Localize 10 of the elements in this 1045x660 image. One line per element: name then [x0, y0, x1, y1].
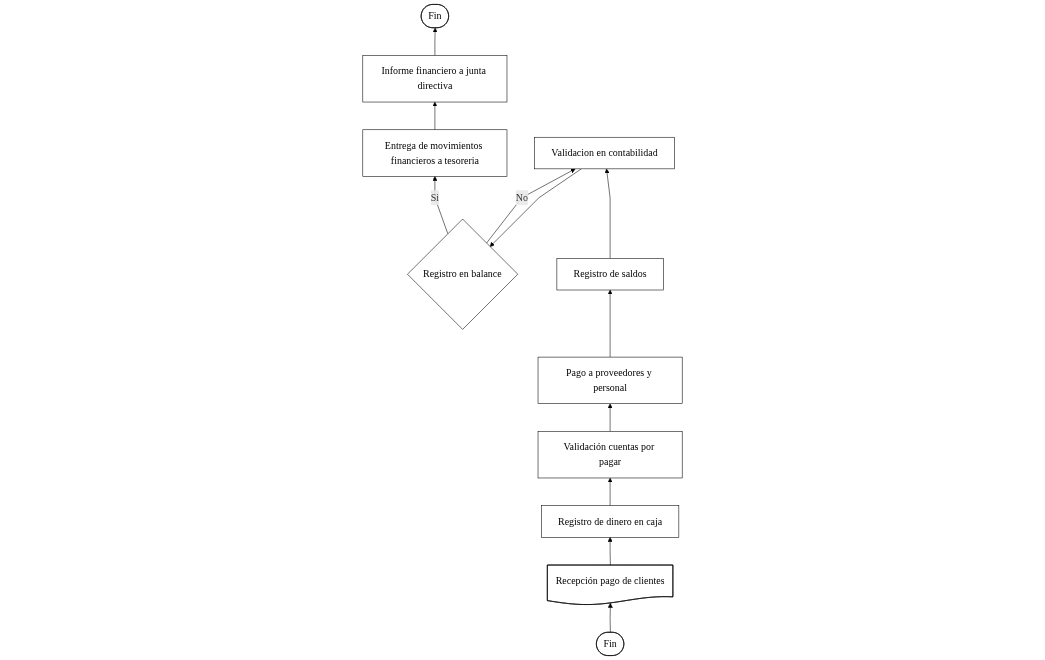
- node-diamond: Registro en balance: [407, 218, 519, 330]
- node-box: Registro de dinero en caja: [541, 505, 680, 538]
- node-box: Validacion en contabilidad: [534, 136, 675, 170]
- node-box: Informe financiero a junta directiva: [362, 55, 508, 103]
- node-box: Entrega de movimientos financieros a tesoreria: [362, 129, 508, 177]
- node-box: Validación cuentas por pagar: [537, 431, 683, 479]
- edge-label: No: [515, 191, 528, 203]
- node-box: Registro de saldos: [556, 258, 664, 291]
- node-box: Pago a proveedores y personal: [537, 356, 683, 404]
- edge-label: Si: [430, 191, 440, 203]
